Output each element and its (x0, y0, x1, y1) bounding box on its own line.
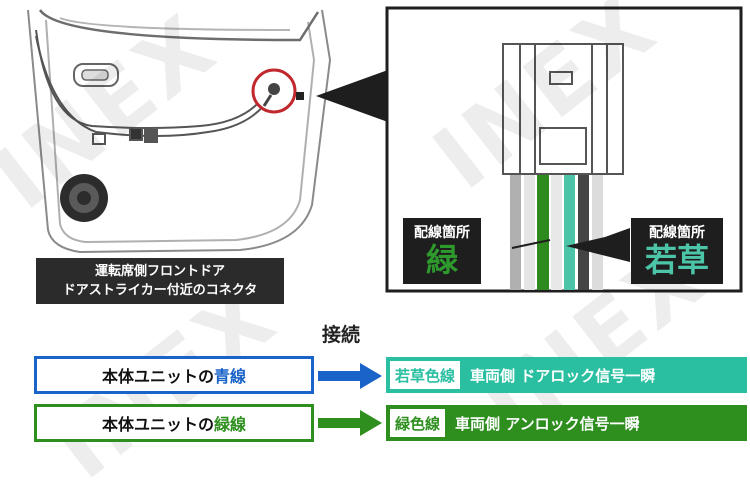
connector-housing (502, 43, 624, 175)
wire-tag-color: 緑 (425, 241, 458, 279)
source-color-word: 青線 (214, 367, 247, 386)
speaker-icon (60, 174, 108, 222)
dest-signal-text: 車両側 ドアロック信号一瞬 (470, 366, 656, 385)
source-wire-green: 本体ユニットの緑線 (34, 404, 314, 442)
dest-color-tag: 若草色線 (390, 361, 461, 389)
dest-wire-light-green: 若草色線 車両側 ドアロック信号一瞬 (386, 357, 747, 393)
connect-arrow-blue-icon (318, 363, 382, 389)
wire-tag-green: 配線箇所 緑 (403, 218, 481, 284)
source-color-word: 緑線 (214, 415, 247, 434)
source-wire-blue: 本体ユニットの青線 (34, 356, 314, 394)
door-handle-icon (73, 63, 119, 87)
pointer-arrow (316, 70, 388, 122)
connector-marker (296, 92, 304, 100)
location-caption: 運転席側フロントドア ドアストライカー付近のコネクタ (36, 258, 284, 304)
door-panel (27, 9, 332, 254)
right-pointer-arrow (566, 228, 630, 262)
wire-tag-color: 若草 (644, 241, 709, 279)
source-prefix: 本体ユニットの (101, 367, 214, 386)
dest-color-tag: 緑色線 (390, 409, 446, 437)
caption-line-2: ドアストライカー付近のコネクタ (62, 283, 258, 298)
wire-tag-light-green: 配線箇所 若草 (631, 218, 723, 284)
connect-arrow-green-icon (318, 410, 382, 436)
wire-tag-label: 配線箇所 (649, 225, 705, 241)
connector-callout-circle (251, 68, 297, 114)
wire-harness (35, 29, 273, 145)
dest-signal-text: 車両側 アンロック信号一瞬 (455, 414, 640, 433)
source-prefix: 本体ユニットの (101, 415, 214, 434)
left-pointer-line (511, 239, 551, 249)
connection-heading: 接続 (322, 324, 361, 346)
dest-wire-green: 緑色線 車両側 アンロック信号一瞬 (386, 405, 747, 441)
wire-tag-label: 配線箇所 (414, 225, 470, 241)
caption-line-1: 運転席側フロントドア (94, 264, 225, 279)
